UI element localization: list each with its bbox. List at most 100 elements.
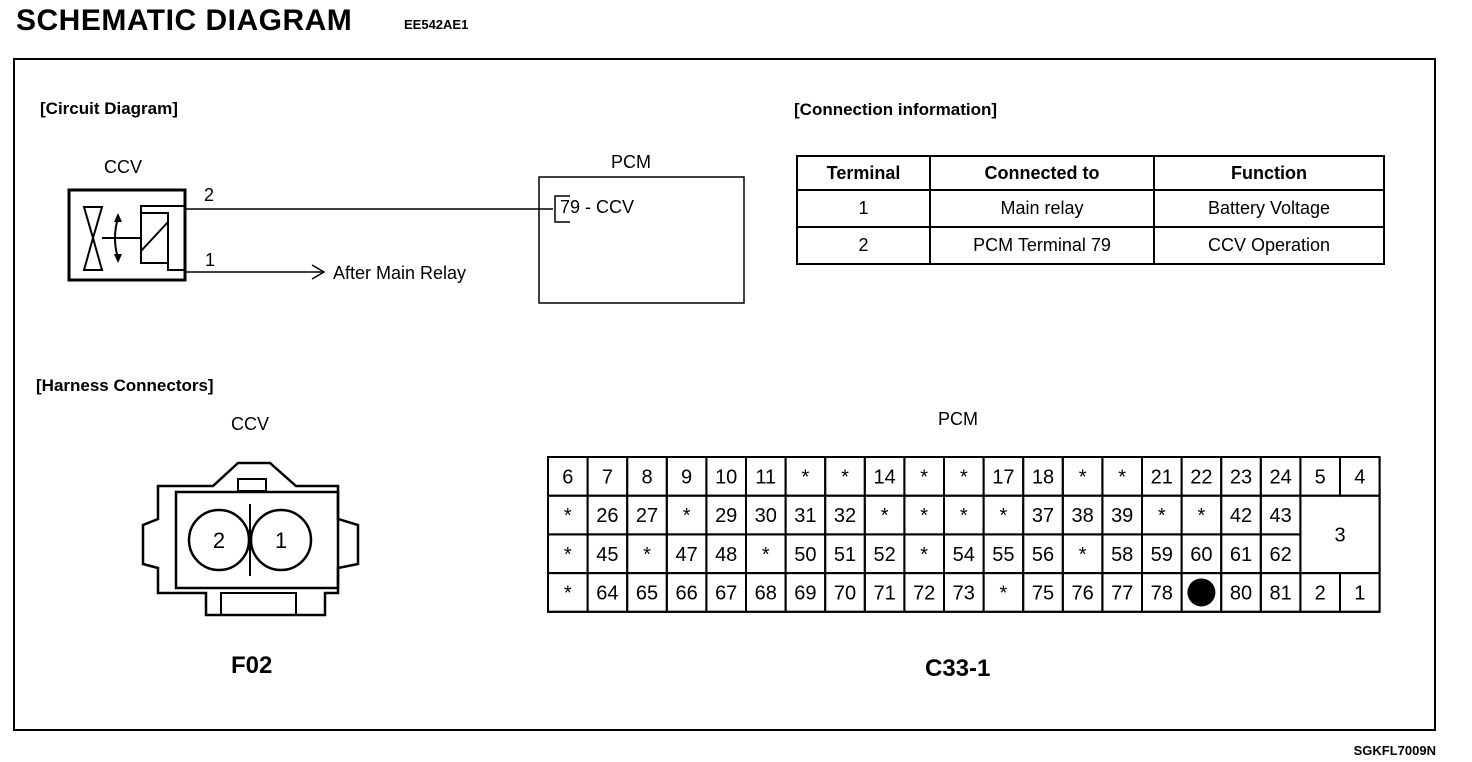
document-code: EE542AE1 <box>404 17 469 32</box>
pin-label: * <box>564 544 572 566</box>
column-header-function: Function <box>1153 155 1385 191</box>
pin-label: 6 <box>562 466 573 488</box>
after-main-relay-label: After Main Relay <box>333 263 467 283</box>
pcm-component-box <box>538 176 745 304</box>
diagram-frame <box>13 58 1436 731</box>
table-cell: Main relay <box>929 189 1155 228</box>
pin-label: * <box>1079 466 1087 488</box>
table-row: 1 Main relay Battery Voltage <box>796 189 1385 228</box>
table-cell: CCV Operation <box>1153 226 1385 265</box>
pin-label: 17 <box>992 466 1014 488</box>
pin-label: 75 <box>1032 582 1054 604</box>
pin-label: 60 <box>1190 544 1212 566</box>
pin-label: 52 <box>873 544 895 566</box>
pin-label: 30 <box>755 505 777 527</box>
pin-label: 11 <box>755 466 776 488</box>
pcm-pin-cell <box>1339 572 1381 613</box>
figure-id: SGKFL7009N <box>1353 743 1436 758</box>
pin-label: 27 <box>636 505 658 527</box>
pin-label: 24 <box>1269 466 1291 488</box>
column-header-connected-to: Connected to <box>929 155 1155 191</box>
pcm-connector-id: C33-1 <box>925 655 991 682</box>
pin-label: * <box>841 466 849 488</box>
pin-label: 58 <box>1111 544 1133 566</box>
pin-label: 70 <box>834 582 856 604</box>
pcm-label: PCM <box>611 152 651 172</box>
pin-label: * <box>802 466 810 488</box>
pin-label: * <box>881 505 889 527</box>
pin-label: 68 <box>755 582 777 604</box>
pin-label: 3 <box>1334 524 1345 546</box>
pin-label: 21 <box>1151 466 1173 488</box>
pin-label: 29 <box>715 505 737 527</box>
pin-label: 51 <box>834 544 856 566</box>
pin-label: 18 <box>1032 466 1054 488</box>
pin-label: 76 <box>1071 582 1093 604</box>
wire-pin-1-label: 1 <box>205 250 216 270</box>
pin-label: * <box>920 466 928 488</box>
connection-table: Terminal Connected to Function 1 Main re… <box>796 155 1385 265</box>
connection-info-heading: [Connection information] <box>794 100 998 119</box>
pin-label: 54 <box>953 544 975 566</box>
pin-label: 61 <box>1230 544 1252 566</box>
pin-label: 9 <box>681 466 692 488</box>
pin-label: 10 <box>715 466 737 488</box>
pin-label: * <box>762 544 770 566</box>
pin-label: 72 <box>913 582 935 604</box>
pin-label: 48 <box>715 544 737 566</box>
pin-label: 32 <box>834 505 856 527</box>
pin-label: * <box>920 544 928 566</box>
pin-label: 69 <box>794 582 816 604</box>
ccv-component-box <box>67 188 187 282</box>
pin-label: 1 <box>1354 582 1365 604</box>
pin-label: * <box>564 582 572 604</box>
pin-label: 81 <box>1269 582 1291 604</box>
filled-pin-marker <box>1187 578 1216 607</box>
ccv-label: CCV <box>104 157 143 177</box>
pin-label: 22 <box>1190 466 1212 488</box>
page-title: SCHEMATIC DIAGRAM <box>16 4 353 37</box>
pin-label: 59 <box>1151 544 1173 566</box>
ccv-pin-label: 1 <box>275 528 287 553</box>
table-cell: 2 <box>796 226 931 265</box>
pin-label: 65 <box>636 582 658 604</box>
table-header-row: Terminal Connected to Function <box>796 155 1385 191</box>
ccv-pin-label: 2 <box>213 528 225 553</box>
solenoid-valve-icon <box>82 205 185 271</box>
pin-label: 4 <box>1354 466 1365 488</box>
harness-connectors-heading: [Harness Connectors] <box>36 376 214 395</box>
pin-label: * <box>683 505 691 527</box>
pin-label: 39 <box>1111 505 1133 527</box>
pin-label: 14 <box>873 466 895 488</box>
ccv-pin-1 <box>249 508 313 572</box>
table-cell: PCM Terminal 79 <box>929 226 1155 265</box>
pin-label: 5 <box>1315 466 1326 488</box>
pin-label: 2 <box>1315 582 1326 604</box>
pin-label: * <box>1158 505 1166 527</box>
ccv-connector-id: F02 <box>231 652 273 679</box>
pin-label: 50 <box>794 544 816 566</box>
pin-label: 66 <box>675 582 697 604</box>
pin-label: * <box>1198 505 1206 527</box>
pin-label: 55 <box>992 544 1014 566</box>
pin-label: * <box>920 505 928 527</box>
pin-label: 62 <box>1269 544 1291 566</box>
ccv-connector-label: CCV <box>231 414 270 434</box>
pin-label: * <box>960 505 968 527</box>
pin-label: 71 <box>873 582 895 604</box>
pin-label: 8 <box>641 466 652 488</box>
pin-label: * <box>1079 544 1087 566</box>
pcm-connector-label: PCM <box>938 409 978 429</box>
pin-label: 26 <box>596 505 618 527</box>
pin-label: * <box>960 466 968 488</box>
pin-label: 64 <box>596 582 618 604</box>
pin-label: 45 <box>596 544 618 566</box>
ccv-pin-2 <box>187 508 251 572</box>
pin-label: 43 <box>1269 505 1291 527</box>
pin-label: 47 <box>675 544 697 566</box>
table-row: 2 PCM Terminal 79 CCV Operation <box>796 226 1385 265</box>
table-cell: 1 <box>796 189 931 228</box>
